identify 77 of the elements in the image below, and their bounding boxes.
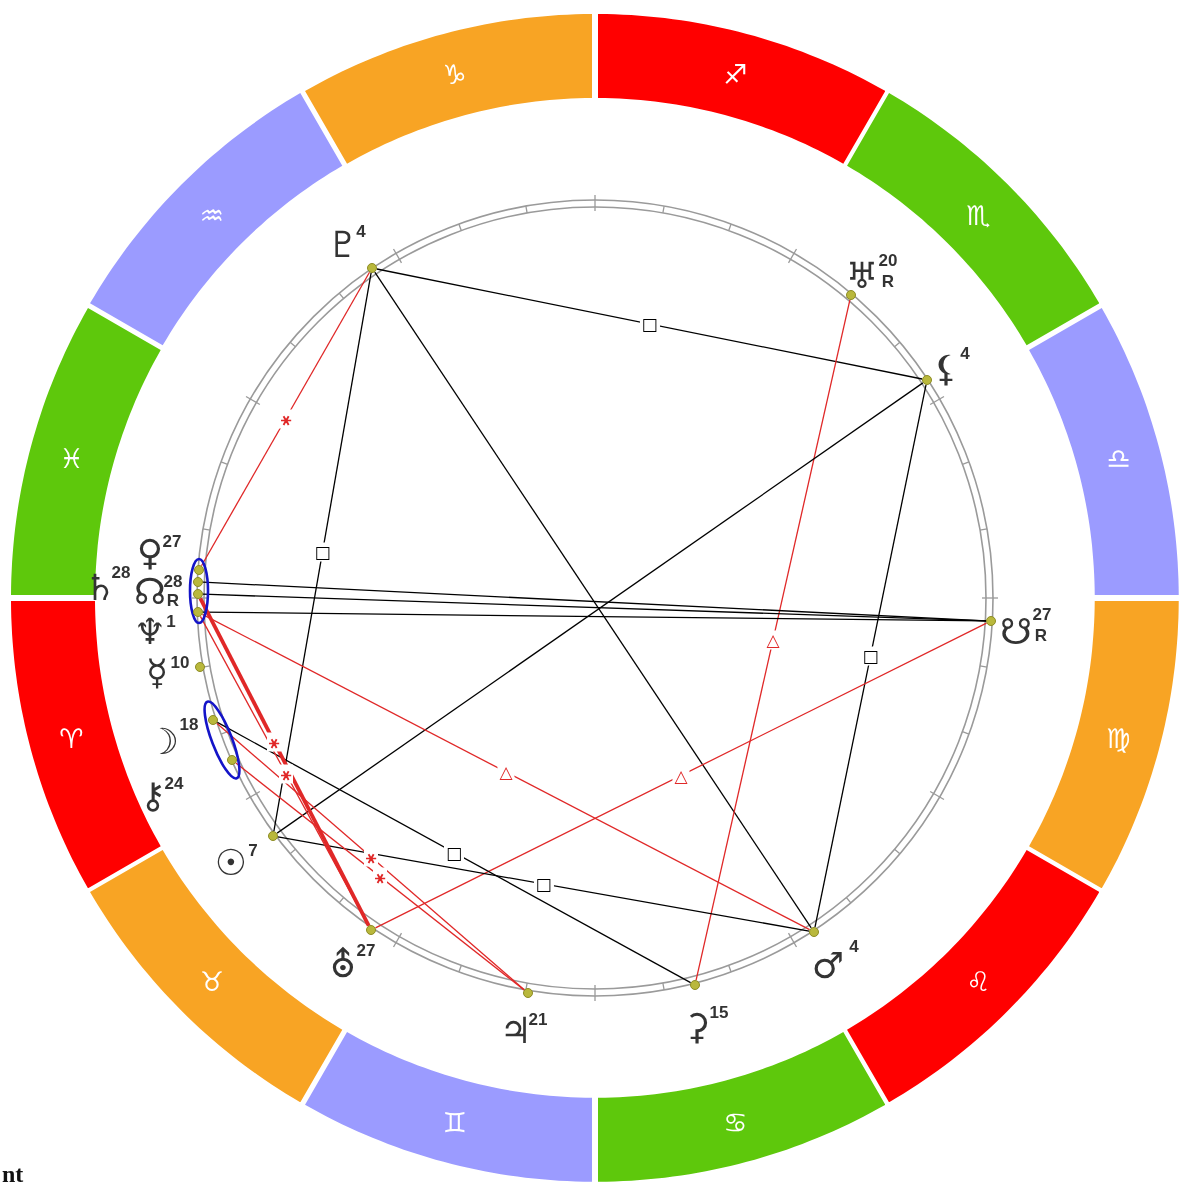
planet-dot bbox=[809, 927, 819, 937]
planet-dot bbox=[195, 662, 205, 672]
planet-symbol: ♀ bbox=[136, 535, 164, 571]
planet-dot bbox=[846, 290, 856, 300]
planet-symbol: ☿ bbox=[145, 655, 169, 691]
planet-dot bbox=[366, 925, 376, 935]
zodiac-sign-symbol: ♎ bbox=[1106, 444, 1131, 472]
planet-dot bbox=[922, 375, 932, 385]
retrograde-mark: R bbox=[881, 272, 895, 290]
planet-symbol: ⚳ bbox=[683, 1009, 711, 1045]
degree-number: 27 bbox=[1032, 605, 1052, 623]
planet-dot bbox=[986, 616, 996, 626]
planet-dot bbox=[208, 715, 218, 725]
planet-symbol: ⛢ bbox=[329, 947, 357, 983]
planet-dot bbox=[193, 607, 203, 617]
aspect-line bbox=[695, 299, 851, 981]
zodiac-sign-symbol: ♊ bbox=[442, 1108, 467, 1135]
planet-dot bbox=[193, 577, 203, 587]
aspect-line bbox=[376, 268, 923, 380]
zodiac-sign-symbol: ♈ bbox=[59, 724, 84, 752]
degree-number: 1 bbox=[166, 612, 176, 630]
degree-number: 27 bbox=[356, 941, 376, 959]
zodiac-sign-symbol: ♍ bbox=[1106, 724, 1131, 752]
aspect-line bbox=[814, 384, 927, 928]
aspect-line bbox=[202, 611, 987, 622]
planet-dot bbox=[268, 831, 278, 841]
zodiac-sign-symbol: ♉ bbox=[199, 967, 224, 995]
aspect-symbol: □ bbox=[443, 843, 465, 862]
planet-symbol: ☉ bbox=[214, 845, 248, 881]
degree-number: 18 bbox=[179, 715, 199, 733]
planet-dot bbox=[690, 980, 700, 990]
degree-number: 28 bbox=[163, 572, 183, 590]
planet-dot bbox=[227, 755, 237, 765]
zodiac-sign-symbol: ♐ bbox=[723, 60, 748, 88]
planet-dot bbox=[523, 988, 533, 998]
aspect-symbol: ⚹ bbox=[363, 847, 378, 866]
planet-symbol: ☋ bbox=[1000, 614, 1032, 650]
planet-symbol: ⚸ bbox=[932, 351, 960, 387]
planet-dot bbox=[193, 589, 203, 599]
aspect-line bbox=[374, 622, 988, 929]
aspect-line bbox=[201, 613, 811, 931]
degree-number: 10 bbox=[170, 653, 190, 671]
zodiac-sign-symbol: ♓ bbox=[59, 444, 84, 472]
zodiac-sign-symbol: ♌ bbox=[966, 967, 991, 995]
retrograde-mark: R bbox=[1034, 626, 1048, 644]
degree-number: 7 bbox=[248, 841, 258, 859]
degree-number: 4 bbox=[849, 937, 859, 955]
zodiac-sign-symbol: ♋ bbox=[723, 1108, 748, 1135]
aspect-symbol: ⚹ bbox=[373, 867, 387, 886]
aspect-line bbox=[235, 762, 525, 991]
aspect-line bbox=[273, 272, 372, 832]
degree-number: 4 bbox=[960, 344, 970, 362]
degree-number: 15 bbox=[709, 1003, 729, 1021]
planet-symbol: ♆ bbox=[133, 614, 167, 650]
aspect-line bbox=[374, 271, 812, 929]
aspect-line bbox=[276, 382, 924, 834]
planet-symbol: ♂ bbox=[811, 948, 845, 984]
aspect-symbol: ⚹ bbox=[267, 732, 282, 752]
aspect-line bbox=[216, 721, 692, 984]
degree-number: 20 bbox=[878, 251, 898, 269]
degree-number: 24 bbox=[164, 774, 184, 792]
zodiac-sign-symbol: ♑ bbox=[442, 60, 467, 88]
degree-number: 27 bbox=[162, 532, 182, 550]
planet-symbol: ♅ bbox=[845, 258, 879, 294]
aspect-line bbox=[216, 722, 525, 991]
zodiac-sign-symbol: ♏ bbox=[966, 201, 991, 229]
planet-dot bbox=[194, 565, 204, 575]
planet-dot bbox=[367, 263, 377, 273]
text-fragment: nt bbox=[2, 1162, 24, 1186]
zodiac-sign-symbol: ♒ bbox=[199, 201, 224, 229]
aspect-symbol: ⚹ bbox=[279, 764, 294, 784]
aspect-line bbox=[200, 271, 371, 567]
aspect-line bbox=[277, 836, 810, 932]
retrograde-mark: R bbox=[166, 591, 180, 609]
aspect-symbol: ⚹ bbox=[278, 409, 293, 429]
aspect-symbol: △ bbox=[764, 630, 782, 650]
planet-symbol: ☽ bbox=[146, 724, 180, 760]
